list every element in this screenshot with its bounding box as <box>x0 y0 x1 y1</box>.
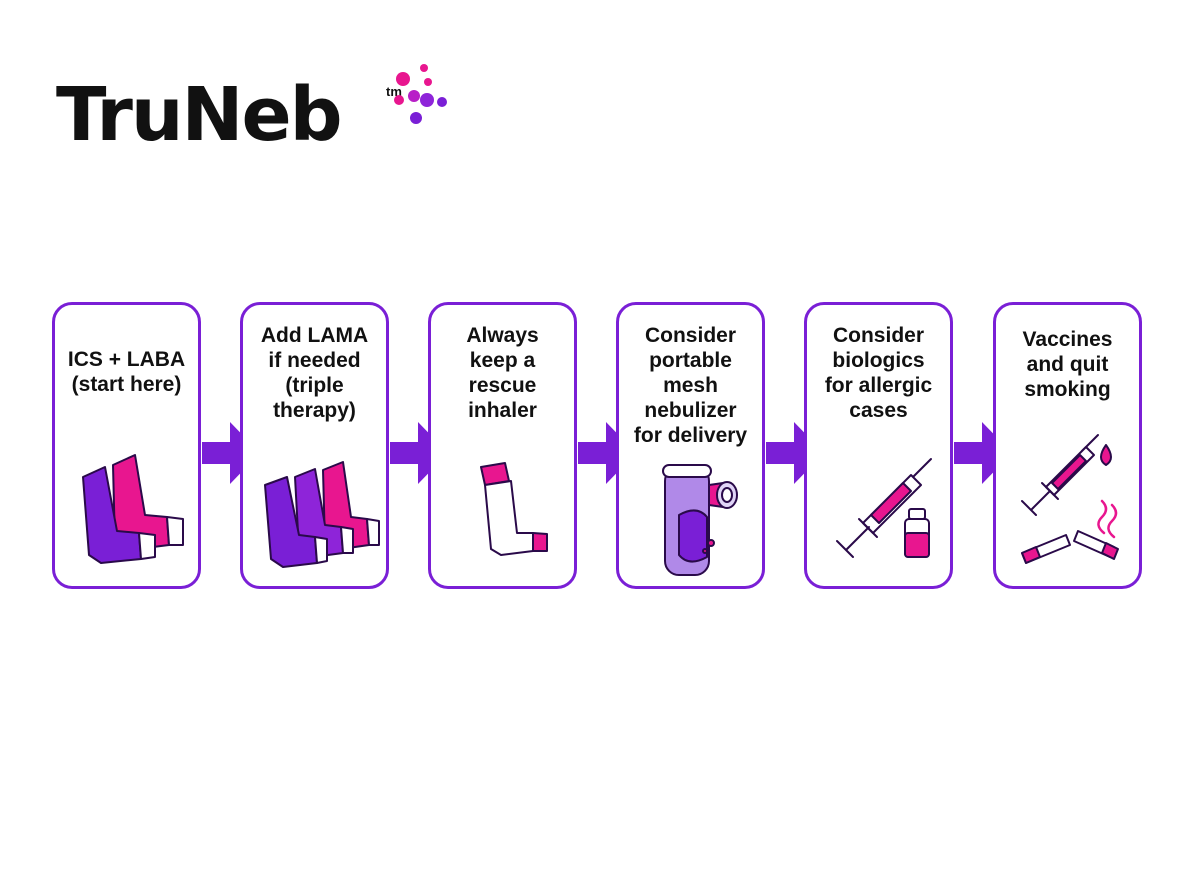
flow-arrow-icon <box>766 422 824 484</box>
step-mesh-nebulizer: Consider portable mesh nebulizer for del… <box>616 302 765 589</box>
vaccine-broken-cigarette-icon <box>1021 434 1119 564</box>
truneb-logo: TruNeb tm <box>56 60 476 170</box>
step-label: Always keep a rescue inhaler <box>466 324 539 422</box>
syringe-vial-icon <box>836 458 932 558</box>
rescue-inhaler-icon <box>480 462 548 556</box>
step-label: Consider biologics for allergic cases <box>824 324 933 422</box>
logo-wordmark: TruNeb <box>56 72 343 158</box>
flow-arrow-icon <box>578 422 636 484</box>
flow-arrow-icon <box>202 422 260 484</box>
triple-inhaler-icon <box>264 461 380 568</box>
dual-inhaler-icon <box>82 454 184 564</box>
step-label: Vaccines and quit smoking <box>1022 328 1113 401</box>
mesh-nebulizer-icon <box>662 464 738 576</box>
step-label: Consider portable mesh nebulizer for del… <box>633 324 748 447</box>
step-add-lama: Add LAMA if needed (triple therapy) <box>240 302 389 589</box>
step-vaccines-quit-smoking: Vaccines and quit smoking <box>993 302 1142 589</box>
step-ics-laba: ICS + LABA (start here) <box>52 302 201 589</box>
step-label: ICS + LABA (start here) <box>67 348 186 396</box>
step-rescue-inhaler: Always keep a rescue inhaler <box>428 302 577 589</box>
step-label: Add LAMA if needed (triple therapy) <box>260 324 369 422</box>
step-biologics: Consider biologics for allergic cases <box>804 302 953 589</box>
flow-arrow-icon <box>954 422 1012 484</box>
flow-arrow-icon <box>390 422 448 484</box>
logo-dots-icon <box>394 64 447 124</box>
